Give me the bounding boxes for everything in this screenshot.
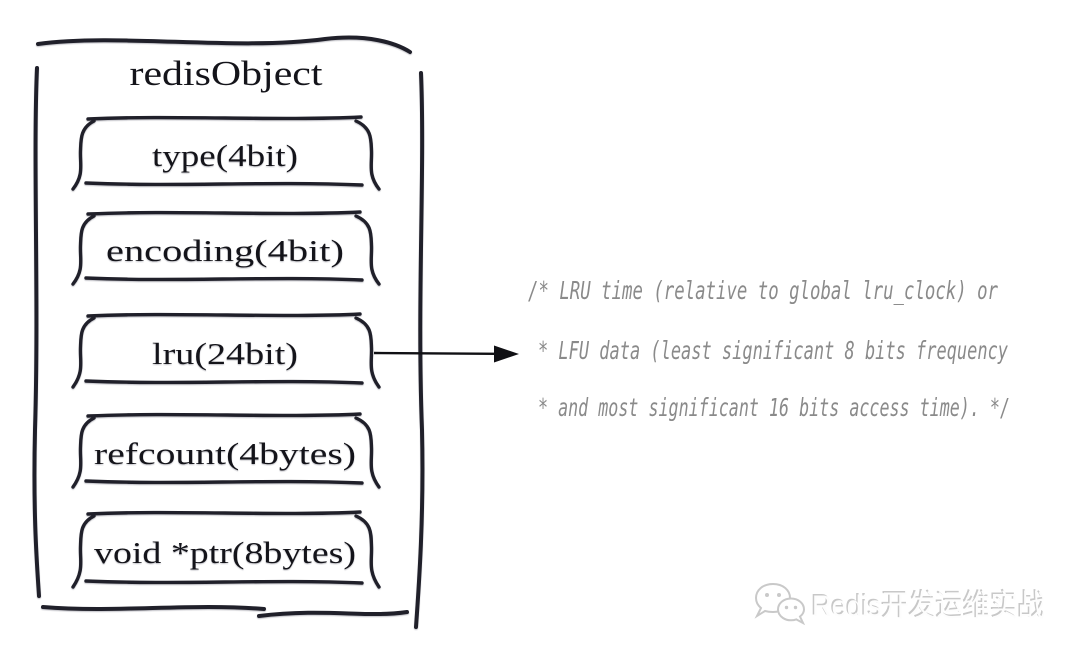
struct-title: redisObject [130,54,323,93]
field-bottom-line [84,379,364,385]
field-left-brace [71,316,96,389]
comment-line-3: * and most significant 16 bits access ti… [538,393,1010,422]
wechat-small-bubble-left-eye [784,605,789,610]
field-box-encoding: encoding(4bit) [71,210,381,286]
field-top-line [86,115,363,121]
field-right-brace [354,214,381,286]
wechat-big-bubble-left-eye [765,593,769,597]
field-right-brace [354,514,381,589]
field-bottom-line [84,276,364,282]
watermark-text: Redis开发运维实战 [812,590,1045,623]
arrow-head-icon [494,345,519,363]
wechat-icon [754,582,806,626]
field-top-line [86,210,362,216]
field-top-line [86,510,362,516]
field-left-brace [71,119,96,191]
struct-bottom-line-right [257,610,409,618]
field-bottom-line [84,579,364,585]
wechat-small-bubble-right-eye [793,605,798,610]
lru-comment-annotation: /* LRU time (relative to global lru_cloc… [528,276,1010,422]
struct-bottom-line-left [41,605,266,611]
field-right-brace [354,119,381,191]
wechat-big-bubble-right-eye [777,593,781,597]
watermark-text-shadow: Redis开发运维实战 [811,589,1044,622]
lru-annotation-arrow [373,345,519,363]
comment-line-1: /* LRU time (relative to global lru_cloc… [528,276,998,305]
struct-left-line [32,66,41,598]
field-box-lru: lru(24bit) [71,312,381,389]
struct-top-line [36,35,412,54]
field-label-type: type(4bit) [152,138,298,173]
field-bottom-line [84,479,364,485]
field-left-brace [71,416,96,489]
field-box-refcount: refcount(4bytes) [71,412,381,489]
field-top-line [86,312,362,318]
watermark: Redis开发运维实战 Redis开发运维实战 [754,582,1045,626]
field-right-brace [354,416,381,489]
field-right-brace [354,316,381,389]
field-left-brace [71,514,96,589]
field-label-refcount: refcount(4bytes) [94,436,356,471]
struct-right-line [414,71,425,629]
field-label-lru: lru(24bit) [152,336,298,371]
field-bottom-line [84,181,364,187]
field-box-type: type(4bit) [71,115,381,191]
field-top-line [86,412,362,418]
struct-outline [32,35,425,629]
comment-line-2: * LFU data (least significant 8 bits fre… [538,336,1008,365]
field-label-ptr: void *ptr(8bytes) [94,535,356,570]
arrow-shaft [373,351,497,355]
field-left-brace [71,214,96,286]
field-label-encoding: encoding(4bit) [106,233,344,268]
wechat-small-bubble [776,597,806,626]
field-box-ptr: void *ptr(8bytes) [71,510,381,589]
